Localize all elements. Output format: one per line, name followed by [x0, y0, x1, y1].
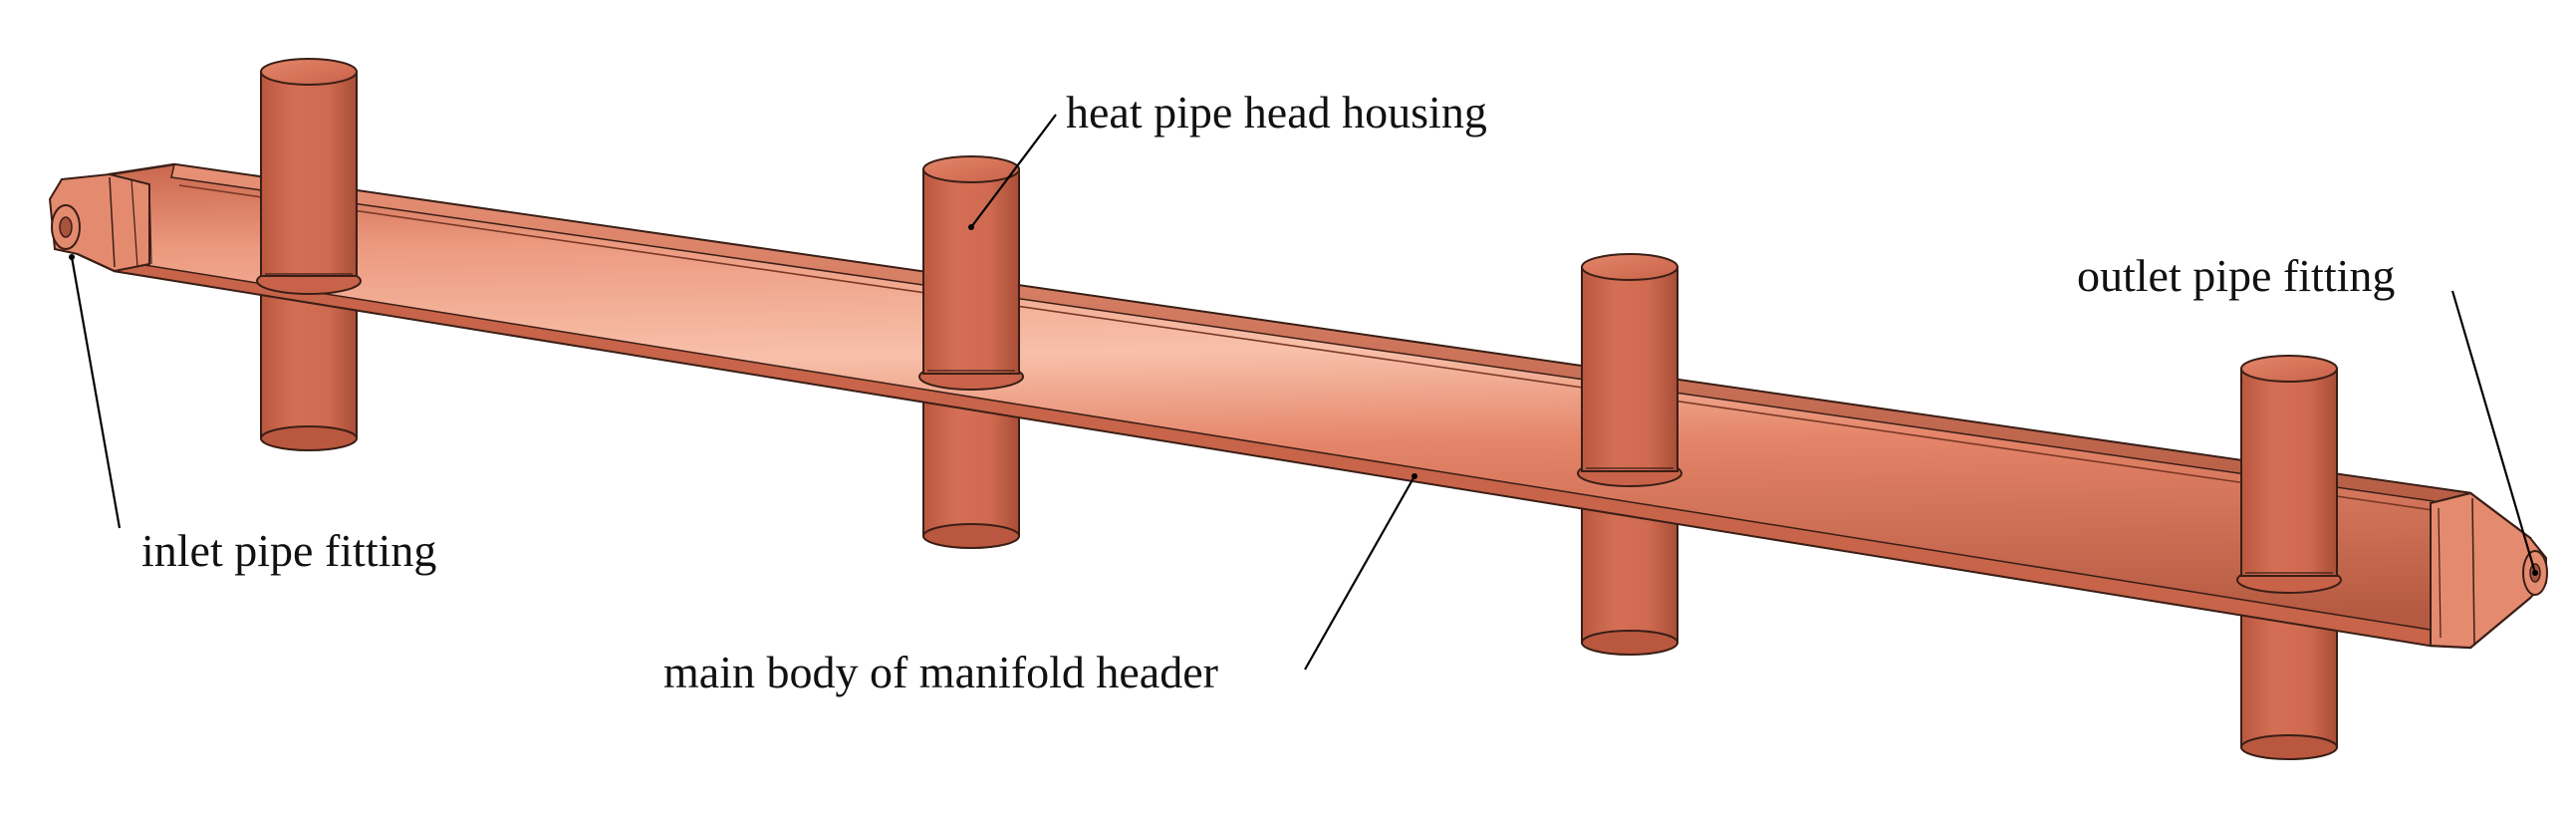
leader-main-body — [1304, 475, 1416, 671]
housing-upper-4 — [2236, 355, 2342, 594]
leader-lines — [70, 114, 2537, 671]
main-body — [48, 162, 2547, 650]
leader-inlet-pipe-fitting — [70, 256, 122, 529]
leader-dots — [69, 224, 2538, 576]
housing-upper-3 — [1577, 253, 1682, 487]
label-main-body: main body of manifold header — [663, 647, 1218, 697]
inlet-pipe-fitting — [51, 204, 81, 250]
housing-upper-1 — [256, 58, 362, 295]
label-heat-pipe-head-housing: heat pipe head housing — [1066, 87, 1487, 137]
leader-heat-pipe-head-housing — [970, 114, 1057, 228]
leader-outlet-pipe-fitting — [2450, 290, 2537, 574]
housing-upper-2 — [918, 155, 1024, 391]
label-inlet-pipe-fitting: inlet pipe fitting — [141, 525, 436, 576]
label-outlet-pipe-fitting: outlet pipe fitting — [2077, 250, 2395, 301]
